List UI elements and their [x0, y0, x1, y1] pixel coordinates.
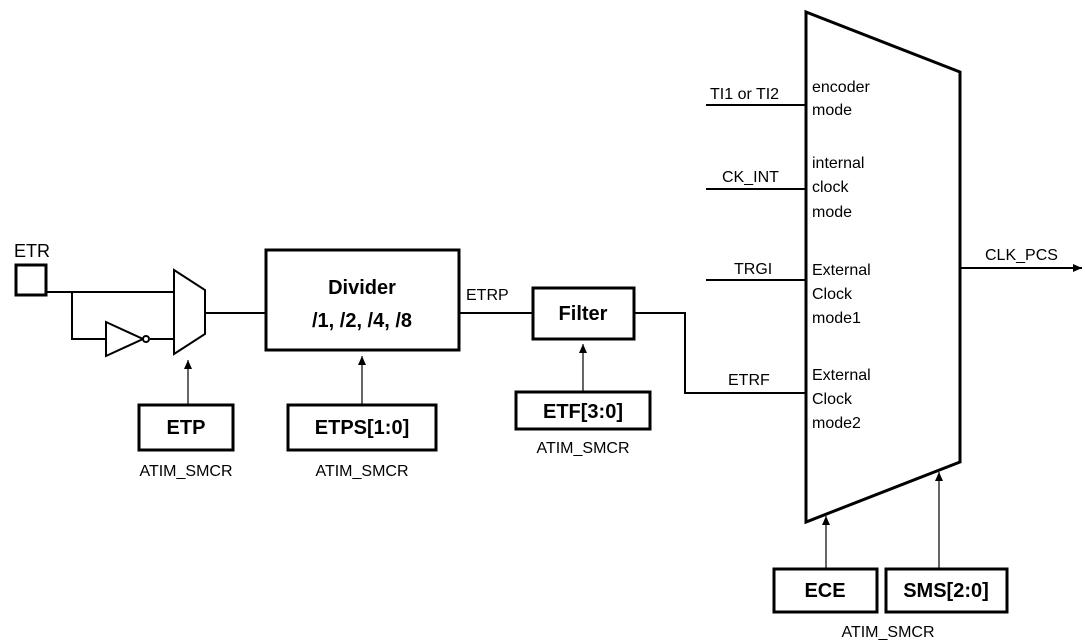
sms-label: SMS[2:0]	[903, 580, 989, 602]
etrf-label: ETRF	[728, 372, 770, 389]
etf-label: ETF[3:0]	[543, 401, 623, 423]
clk-pcs-label: CLK_PCS	[985, 247, 1058, 264]
encoder-mode-line2: mode	[812, 102, 852, 119]
etp-block	[137, 403, 235, 452]
encoder-mode-line1: encoder	[812, 79, 870, 96]
etp-label: ETP	[167, 417, 206, 439]
etf-block	[514, 390, 652, 431]
sms-block	[884, 567, 1009, 614]
etf-register: ATIM_SMCR	[536, 440, 629, 457]
etrp-label: ETRP	[466, 287, 509, 304]
filter-label: Filter	[559, 303, 608, 325]
ext1-mode-line1: External	[812, 262, 871, 279]
internal-mode-line2: clock	[812, 179, 849, 196]
etp-register: ATIM_SMCR	[139, 463, 232, 480]
divider-block	[264, 248, 461, 352]
ext1-mode-line3: mode1	[812, 310, 861, 327]
ext1-mode-line2: Clock	[812, 286, 853, 303]
internal-mode-line1: internal	[812, 155, 864, 172]
inverter-gate	[105, 320, 146, 358]
inverter-bubble	[142, 335, 150, 343]
trgi-label: TRGI	[734, 261, 772, 278]
ext2-mode-line3: mode2	[812, 415, 861, 432]
polarity-mux	[173, 268, 206, 356]
etr-label: ETR	[14, 241, 50, 261]
etps-register: ATIM_SMCR	[315, 463, 408, 480]
ck-int-label: CK_INT	[722, 169, 779, 186]
etr-pin	[14, 263, 48, 297]
divider-ratios: /1, /2, /4, /8	[312, 310, 412, 332]
ext2-mode-line2: Clock	[812, 391, 853, 408]
etps-label: ETPS[1:0]	[315, 417, 409, 439]
ti1-ti2-label: TI1 or TI2	[710, 86, 779, 103]
ece-label: ECE	[804, 580, 845, 602]
etps-block	[286, 403, 438, 452]
divider-title: Divider	[328, 277, 396, 299]
ece-sms-register: ATIM_SMCR	[841, 624, 934, 641]
etrf-wire	[634, 312, 806, 394]
mode-select-mux	[804, 9, 962, 525]
ext2-mode-line1: External	[812, 367, 871, 384]
internal-mode-line3: mode	[812, 204, 852, 221]
etr-branch-wire	[71, 292, 106, 340]
ece-block	[772, 567, 879, 614]
